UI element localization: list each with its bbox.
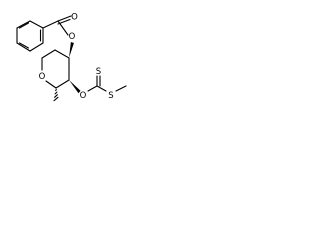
molecule-drawing: O O O O S S (16, 13, 127, 102)
carbonyl-oxygen-label: O (71, 13, 78, 23)
bond-aryl-carbonyl (42, 20, 59, 29)
thione-sulfur-label: S (96, 67, 101, 77)
hashed-bond-c2-methyl (53, 88, 59, 102)
bond-oring-c2 (45, 80, 57, 89)
hash-3 (54, 94, 58, 98)
bond-ar-1 (29, 20, 44, 29)
hash-1 (55, 88, 57, 92)
pyran-ring: O (39, 49, 70, 89)
benzoate-ester: O O (42, 13, 78, 42)
bond-carbonyl-o-a (57, 15, 72, 22)
xanthate-group: S S (87, 67, 127, 101)
ring-oxygen-label: O (39, 72, 46, 82)
bond-s-methyl (115, 85, 127, 92)
ester-oxygen-label: O (69, 32, 76, 42)
bond-c2-c3 (55, 79, 70, 89)
hash-4 (53, 96, 59, 102)
bond-ar-4 (16, 42, 31, 52)
wedge-bond-c3-oxanthate (69, 80, 81, 94)
xanthate-oxygen-label: O (80, 91, 87, 101)
thioether-sulfur-label: S (108, 91, 113, 101)
bond-ar-6 (16, 20, 31, 29)
bond-cthio-sthioether (96, 85, 107, 92)
bond-ar-inner-3 (18, 22, 30, 29)
bond-c5-c6 (41, 49, 56, 59)
bond-c4-c5 (54, 49, 70, 59)
bond-ar-3 (29, 42, 44, 52)
benzene-ring (16, 20, 44, 52)
wedge-bond-c4-oester (69, 42, 74, 58)
structure-canvas: O O O O S S (0, 0, 152, 152)
bond-oxanthate-cthio (87, 85, 98, 92)
hash-2 (54, 91, 58, 95)
bond-ar-inner-2 (18, 42, 30, 49)
bond-carbonyl-oester (57, 20, 69, 36)
